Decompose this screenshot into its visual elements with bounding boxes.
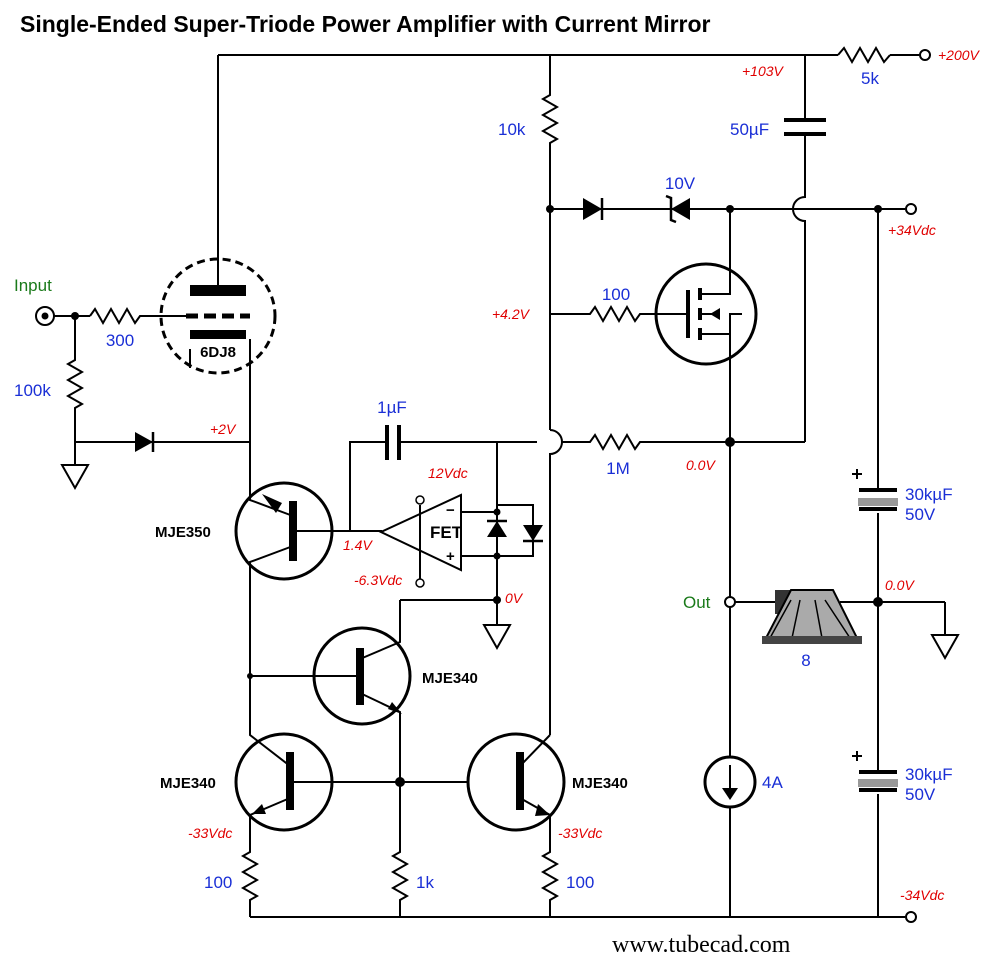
voltage-12: 12Vdc (428, 465, 468, 481)
cap-30k-top-value: 30kµF (905, 485, 953, 504)
zener-value: 10V (665, 174, 696, 193)
output-junction (725, 437, 735, 447)
r-feedback-value: 1M (606, 459, 630, 478)
current-source-value: 4A (762, 773, 783, 792)
center-rail-crossover (549, 429, 563, 735)
cap-30k-bottom-voltage: 50V (905, 785, 936, 804)
cap-30k-top (852, 469, 898, 511)
voltage-0-out: 0.0V (686, 457, 716, 473)
cap-50uf (784, 118, 826, 136)
transistor-mje340-left (234, 660, 520, 845)
diode-pair (487, 442, 543, 595)
website-label: www.tubecad.com (612, 932, 791, 958)
cap-left-wire (349, 441, 385, 531)
r-10k-value: 10k (498, 120, 526, 139)
terminal-200v (919, 49, 931, 61)
terminal-n34v (905, 911, 917, 923)
cap-1uf-value: 1µF (377, 398, 407, 417)
voltage-n34: -34Vdc (900, 887, 944, 903)
fet-minus-sign: − (446, 502, 455, 519)
speaker-icon (762, 589, 862, 644)
ground-speaker (930, 602, 960, 661)
r-emitter-right (540, 845, 560, 917)
diode-bias (135, 432, 153, 452)
r-input (65, 316, 85, 442)
r-gate-value: 100 (602, 285, 630, 304)
r-mirror (390, 782, 410, 917)
cap-30k-top-voltage: 50V (905, 505, 936, 524)
ground-input (60, 442, 90, 491)
voltage-0-speaker: 0.0V (885, 577, 915, 593)
r-mirror-value: 1k (416, 873, 434, 892)
diode-node (546, 205, 554, 213)
r-grid (89, 306, 186, 326)
mje350-label: MJE350 (155, 524, 211, 541)
diode-main (583, 198, 602, 220)
fet-plus-sign: + (446, 548, 455, 565)
speaker-value: 8 (801, 651, 810, 670)
transistor-mje350 (234, 442, 382, 660)
voltage-4-2: +4.2V (492, 306, 531, 322)
cap-1uf (385, 425, 401, 460)
fet-ground-node (493, 596, 501, 604)
voltage-2: +2V (210, 421, 237, 437)
voltage-n33-right: -33Vdc (558, 825, 602, 841)
voltage-200: +200V (938, 47, 981, 63)
cap-50uf-value: 50µF (730, 120, 769, 139)
mje340-mid-label: MJE340 (422, 670, 478, 687)
voltage-103: +103V (742, 63, 785, 79)
r-grid-value: 300 (106, 331, 134, 350)
zener-10v (671, 198, 690, 220)
cap-30k-bottom-value: 30kµF (905, 765, 953, 784)
transistor-mje340-mid (250, 600, 412, 782)
terminal-34v (905, 203, 917, 215)
transistor-mje340-right (466, 732, 566, 845)
fet-opamp (378, 493, 497, 588)
r-emitter-left (240, 845, 260, 917)
zener-10v-bar (665, 194, 677, 224)
mosfet-output (550, 262, 758, 366)
voltage-1-4: 1.4V (343, 537, 373, 553)
input-label: Input (14, 276, 52, 295)
voltage-n33-left: -33Vdc (188, 825, 232, 841)
top-rail (218, 45, 919, 65)
cap-50uf-column (792, 136, 806, 442)
input-jack-pin (41, 312, 49, 320)
current-source-4a (703, 755, 757, 809)
diagram-title: Single-Ended Super-Triode Power Amplifie… (20, 11, 711, 37)
r-input-value: 100k (14, 381, 51, 400)
voltage-0-fet: 0V (505, 590, 524, 606)
r-emitter-right-value: 100 (566, 873, 594, 892)
triode-6dj8 (159, 55, 277, 442)
drain-node (726, 205, 734, 213)
r-feedback (562, 432, 805, 452)
tube-label: 6DJ8 (200, 344, 236, 361)
r-supply-value: 5k (861, 69, 879, 88)
mje340-right-label: MJE340 (572, 775, 628, 792)
r-emitter-left-value: 100 (204, 873, 232, 892)
output-terminal (724, 596, 736, 608)
voltage-34: +34Vdc (888, 222, 936, 238)
output-label: Out (683, 593, 711, 612)
voltage-n6-3: -6.3Vdc (354, 572, 402, 588)
fet-label: FET (430, 523, 463, 542)
mje340-left-label: MJE340 (160, 775, 216, 792)
r-10k (540, 55, 560, 430)
cap-30k-bottom (852, 751, 898, 792)
